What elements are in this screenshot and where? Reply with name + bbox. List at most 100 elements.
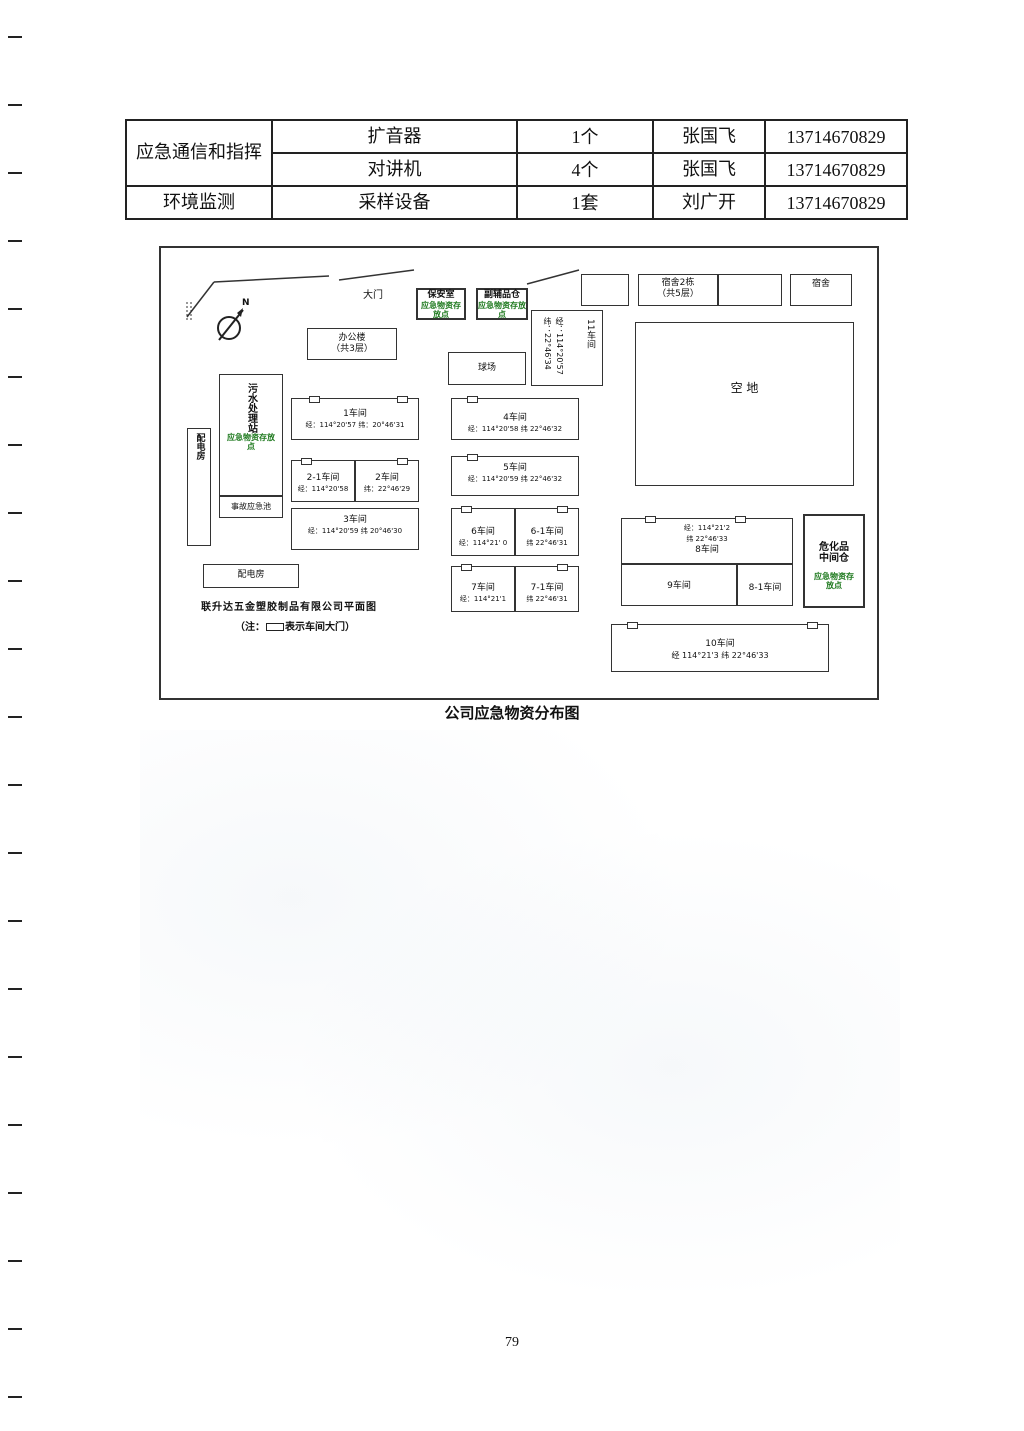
workshop-door [397,458,408,465]
workshop-door [557,506,568,513]
workshop-4-name: 4车间 [503,413,527,423]
office-building: 办公楼 （共3层） [307,328,397,360]
workshop-door [467,396,478,403]
binder-mark [8,784,22,786]
accident-pool: 事故应急池 [219,496,283,518]
workshop-5: 5车间 经：114°20'59 纬 22°46'32 [451,456,579,496]
power-room-south-label: 配电房 [237,570,265,580]
north-label: N [242,298,250,308]
workshop-11-coord2: 纬：22°46'34 [543,317,552,370]
workshop-7-name: 7车间 [471,583,495,593]
site-plan-map: N 大门 保安室 应急物资存放点 副辅品仓 应急物资存放点 宿舍2栋 （共5层）… [159,246,879,700]
workshop-3: 3车间 经：114°20'59 纬 20°46'30 [291,508,419,550]
guard-room-label: 保安室 [427,290,455,300]
power-room-west: 配电房 [187,428,211,546]
workshop-10: 10车间 经 114°21'3 纬 22°46'33 [611,624,829,672]
workshop-2: 2车间 纬：22°46'29 [355,460,419,502]
workshop-9: 9车间 [621,564,737,606]
phone-cell: 13714670829 [764,152,908,187]
legend-suffix: 表示车间大门） [285,622,355,633]
binder-mark [8,988,22,990]
binder-mark [8,716,22,718]
figure-caption: 公司应急物资分布图 [444,704,580,722]
workshop-door [461,506,472,513]
workshop-7-coord: 经：114°21'1 [459,595,507,603]
legend-prefix: （注： [235,622,265,633]
site-plan-inner: N 大门 保安室 应急物资存放点 副辅品仓 应急物资存放点 宿舍2栋 （共5层）… [179,262,865,687]
binder-mark [8,512,22,514]
dorm2-floors: （共5层） [657,289,699,299]
workshop-5-name: 5车间 [503,463,527,473]
haz-label-1: 危化品 [819,542,849,553]
binder-mark [8,1396,22,1398]
dorm-building-2: 宿舍2栋 （共5层） [638,274,718,306]
door-symbol-icon [266,623,284,631]
workshop-door [645,516,656,523]
workshop-5-coord: 经：114°20'59 纬 22°46'32 [467,475,563,483]
chemical-store: 副辅品仓 应急物资存放点 [476,288,528,320]
workshop-1-name: 1车间 [343,409,367,419]
workshop-6-coord: 经：114°21' 0 [458,539,508,547]
power-room-south: 配电房 [203,564,299,588]
category-cell: 环境监测 [125,185,273,220]
qty-cell: 4个 [516,152,654,187]
workshop-7-1: 7-1车间 纬 22°46'31 [515,566,579,612]
binder-mark [8,580,22,582]
binder-mark [8,1056,22,1058]
hazardous-chemicals-store: 危化品 中间仓 应急物资存放点 [803,514,865,608]
guard-room: 保安室 应急物资存放点 [416,288,466,320]
emergency-equipment-table: 应急通信和指挥 扩音器 1个 张国飞 13714670829 对讲机 4个 张国… [125,119,908,220]
workshop-3-name: 3车间 [343,515,367,525]
binder-mark [8,240,22,242]
haz-label-2: 中间仓 [819,553,849,564]
guard-room-emergency-point: 应急物资存放点 [421,301,461,319]
binder-mark [8,920,22,922]
plan-legend: （注： 表示车间大门） [235,622,355,633]
power-room-label: 配电房 [194,433,205,460]
binder-mark [8,172,22,174]
office-label: 办公楼 [338,333,366,343]
binder-mark [8,648,22,650]
person-cell: 刘广开 [652,185,766,220]
workshop-3-coord: 经：114°20'59 纬 20°46'30 [307,527,403,535]
workshop-door [397,396,408,403]
sewage-emergency-point: 应急物资存放点 [227,433,275,451]
north-arrow-icon [217,308,244,341]
haz-emergency-point: 应急物资存放点 [814,572,854,590]
qty-cell: 1套 [516,185,654,220]
workshop-9-name: 9车间 [667,581,691,591]
workshop-8-name: 8车间 [695,545,719,555]
workshop-8-coord2: 纬 22°46'33 [686,535,728,543]
workshop-6-1-name: 6-1车间 [530,527,564,537]
workshop-10-name: 10车间 [705,639,735,649]
workshop-1-coord: 经：114°20'57 纬：20°46'31 [305,421,405,429]
workshop-11-coord: 经：114°20'57 [555,317,564,375]
empty-lot: 空 地 [635,322,854,486]
sewage-station: 污水处理站 应急物资存放点 [219,374,283,496]
item-cell: 扩音器 [271,119,518,154]
binder-mark [8,1124,22,1126]
item-cell: 对讲机 [271,152,518,187]
workshop-door [301,458,312,465]
workshop-2-1: 2-1车间 经：114°20'58 [291,460,355,502]
dorm-building: 宿舍 [790,274,852,306]
binder-mark [8,376,22,378]
workshop-4-coord: 经：114°20'58 纬 22°46'32 [467,425,563,433]
workshop-10-coord: 经 114°21'3 纬 22°46'33 [671,651,769,660]
dorm-block [718,274,782,306]
workshop-7-1-coord: 纬 22°46'31 [526,595,568,603]
workshop-2-1-name: 2-1车间 [306,473,340,483]
workshop-4: 4车间 经：114°20'58 纬 22°46'32 [451,398,579,440]
workshop-6: 6车间 经：114°21' 0 [451,508,515,556]
person-cell: 张国飞 [652,119,766,154]
workshop-door [461,564,472,571]
workshop-door [557,564,568,571]
ball-court-label: 球场 [477,363,496,373]
table-row: 应急通信和指挥 扩音器 1个 张国飞 13714670829 [125,119,908,187]
binder-mark [8,444,22,446]
workshop-door [467,454,478,461]
workshop-1: 1车间 经：114°20'57 纬：20°46'31 [291,398,419,440]
workshop-11-name: 11车间 [585,319,595,349]
table-row: 对讲机 4个 张国飞 13714670829 [126,152,908,187]
binder-mark [8,1328,22,1330]
